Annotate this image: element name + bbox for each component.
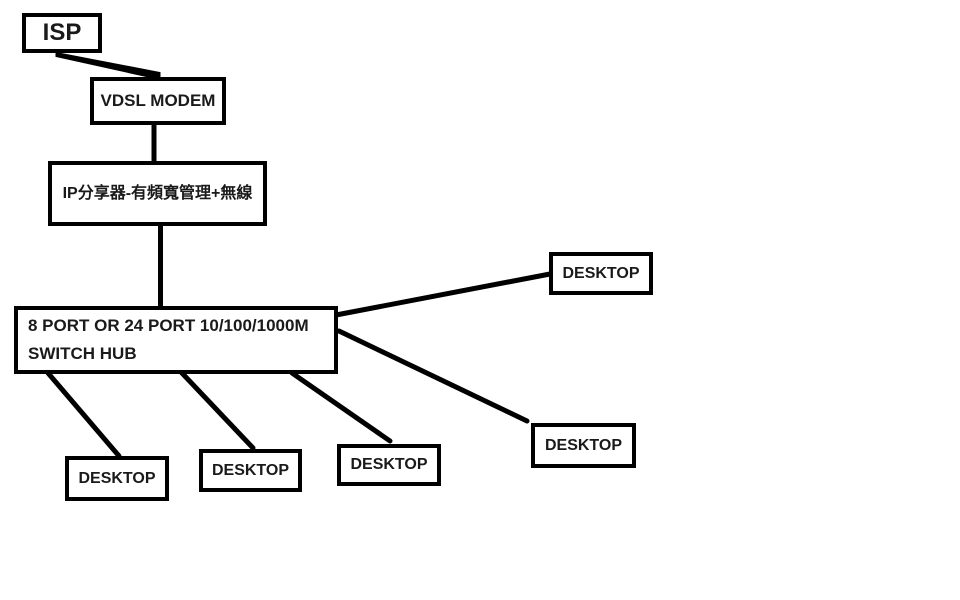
desktop-label: DESKTOP — [78, 469, 156, 487]
switch-hub-label-line2: SWITCH HUB — [28, 344, 137, 363]
isp-label: ISP — [42, 18, 82, 46]
switch-hub-label-line1: 8 PORT OR 24 PORT 10/100/1000M — [28, 316, 309, 335]
edge-switch-hub-desktop-bottom-2 — [178, 369, 256, 451]
desktop-label: DESKTOP — [544, 436, 623, 454]
desktop-label: DESKTOP — [562, 264, 640, 282]
node-isp: ISP — [22, 13, 102, 53]
node-desktop-bottom-3: DESKTOP — [337, 444, 441, 486]
edge-switch-hub-desktop-right-top — [333, 271, 553, 318]
node-vdsl-modem: VDSL MODEM — [90, 77, 226, 125]
edge-isp-vdsl-modem — [55, 51, 161, 81]
edge-switch-hub-desktop-right-bottom — [336, 328, 530, 424]
desktop-label: DESKTOP — [211, 461, 290, 479]
edge-switch-hub-desktop-bottom-1 — [45, 370, 122, 459]
node-desktop-bottom-2: DESKTOP — [199, 449, 302, 492]
vdsl-modem-label: VDSL MODEM — [100, 90, 216, 110]
node-desktop-right-bottom: DESKTOP — [531, 423, 636, 468]
desktop-label: DESKTOP — [350, 456, 428, 474]
node-switch-hub: 8 PORT OR 24 PORT 10/100/1000M SWITCH HU… — [14, 306, 338, 374]
ip-router-label: IP分享器-有頻寬管理+無線 — [62, 184, 253, 202]
node-desktop-right-top: DESKTOP — [549, 252, 653, 295]
node-desktop-bottom-1: DESKTOP — [65, 456, 169, 501]
node-ip-router: IP分享器-有頻寬管理+無線 — [48, 161, 267, 226]
edge-switch-hub-desktop-bottom-3 — [289, 370, 393, 444]
